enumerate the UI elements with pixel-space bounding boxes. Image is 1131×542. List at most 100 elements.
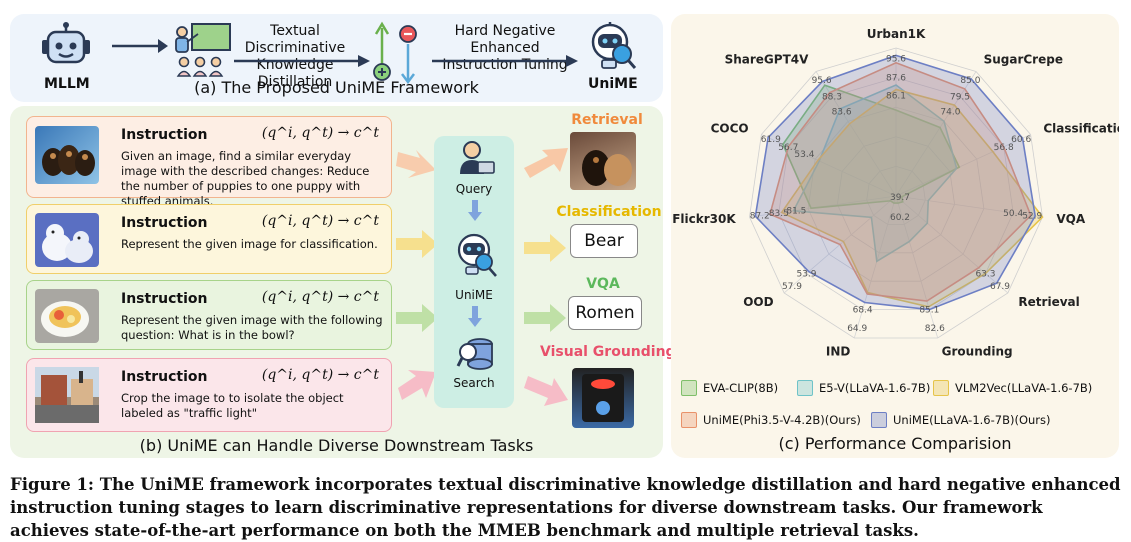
instruction-title: Instruction <box>121 291 208 307</box>
instruction-formula: (q^i, q^t) → c^t <box>261 125 379 141</box>
value-label: 67.9 <box>990 282 1010 292</box>
arrow-icon <box>524 148 568 178</box>
grid-ring <box>749 47 1043 339</box>
task-label-grounding: Visual Grounding <box>540 344 676 360</box>
arrow-icon <box>432 55 578 67</box>
legend-label: UniME(Phi3.5-V-4.2B)(Ours) <box>703 413 861 427</box>
value-label: 57.9 <box>782 282 802 292</box>
value-label: 39.7 <box>890 193 910 203</box>
value-label: 85.1 <box>919 306 939 316</box>
pipeline-unime-label: UniME <box>455 288 493 302</box>
legend-label: VLM2Vec(LLaVA-1.6-7B) <box>955 381 1093 395</box>
unime-robot-icon <box>457 233 497 277</box>
instruction-body: Represent the given image for classifica… <box>121 237 378 251</box>
grid-ring <box>807 106 985 282</box>
bears-illustration <box>42 224 93 263</box>
axis-label: Flickr30K <box>672 212 736 226</box>
query-user-icon <box>460 141 495 174</box>
value-label: 74.0 <box>940 107 960 117</box>
value-label: 60.6 <box>1011 135 1031 145</box>
instruction-title: Instruction <box>121 127 208 143</box>
task-label-retrieval: Retrieval <box>571 112 643 128</box>
axis-label: Classification <box>1043 122 1119 136</box>
positive-negative-icon <box>373 21 417 84</box>
legend-item: EVA-CLIP(8B) <box>681 380 778 396</box>
arrow-icon <box>396 150 436 178</box>
tasks-panel: Instruction (q^i, q^t) → c^t Given an im… <box>10 106 676 458</box>
axis-label: Retrieval <box>1018 295 1079 309</box>
value-label: 56.7 <box>778 143 798 153</box>
axis-label: Grounding <box>942 344 1013 358</box>
value-label: 87.6 <box>886 74 906 84</box>
legend-item: UniME(LLaVA-1.6-7B)(Ours) <box>871 412 1051 428</box>
grid-spoke <box>895 71 977 197</box>
series-polygon <box>754 54 1037 311</box>
legend-label: E5-V(LLaVA-1.6-7B) <box>819 381 931 395</box>
mllm-label: MLLM <box>44 76 90 92</box>
legend-swatch <box>681 380 697 396</box>
bowl-illustration <box>41 301 89 337</box>
value-label: 88.3 <box>822 92 842 102</box>
value-label: 52.9 <box>1022 212 1042 222</box>
value-label: 85.0 <box>960 76 980 86</box>
value-label: 95.6 <box>812 76 832 86</box>
input-arrows <box>396 150 438 400</box>
unime-robot-icon <box>591 22 637 69</box>
axis-label: Urban1K <box>867 27 926 41</box>
instruction-card-vqa: Instruction (q^i, q^t) → c^t Represent t… <box>26 280 392 350</box>
output-arrows <box>524 148 568 406</box>
instruction-title: Instruction <box>121 215 208 231</box>
performance-panel: Urban1KSugarCrepeClassificationVQARetrie… <box>671 14 1119 458</box>
figure-caption: Figure 1: The UniME framework incorporat… <box>10 475 1121 540</box>
pipeline-search-label: Search <box>453 376 495 390</box>
traffic-light-illustration <box>582 374 624 422</box>
arrow-icon <box>396 230 438 258</box>
series-polygon <box>792 84 958 263</box>
retrieved-puppy-image <box>570 132 636 190</box>
value-label: 86.1 <box>886 91 906 101</box>
instruction-body: Given an image, find a similar everyday … <box>121 149 370 208</box>
legend-item: VLM2Vec(LLaVA-1.6-7B) <box>933 380 1092 396</box>
arrow-icon <box>524 304 566 332</box>
value-label: 63.3 <box>975 270 995 280</box>
legend-label: UniME(LLaVA-1.6-7B)(Ours) <box>893 413 1051 427</box>
value-label: 87.2 <box>750 212 770 222</box>
panel-c-caption: (c) Performance Comparision <box>778 434 1012 453</box>
legend-item: UniME(Phi3.5-V-4.2B)(Ours) <box>681 412 861 428</box>
down-arrow-icon <box>468 200 482 221</box>
vqa-answer: Romen <box>568 296 642 330</box>
task-label-vqa: VQA <box>586 276 620 292</box>
unime-label: UniME <box>588 76 638 92</box>
instruction-formula: (q^i, q^t) → c^t <box>261 289 379 305</box>
axis-label: ShareGPT4V <box>725 53 810 67</box>
stage2-line1: Hard Negative Enhanced <box>454 23 556 56</box>
value-label: 56.8 <box>994 143 1014 153</box>
axis-label: VQA <box>1056 212 1085 226</box>
classification-answer: Bear <box>570 224 638 258</box>
arrow-icon <box>524 234 566 262</box>
legend-label: EVA-CLIP(8B) <box>703 381 779 395</box>
value-label: 61.9 <box>761 135 781 145</box>
bears-image <box>35 213 99 267</box>
pipeline-query-label: Query <box>455 182 493 196</box>
axis-label: COCO <box>711 122 749 136</box>
value-label: 60.2 <box>890 213 910 223</box>
value-label: 64.9 <box>847 324 867 334</box>
instruction-card-classification: Instruction (q^i, q^t) → c^t Represent t… <box>26 204 392 274</box>
legend-swatch <box>681 412 697 428</box>
arrow-icon <box>112 39 168 53</box>
puppies-image <box>35 126 99 184</box>
traffic-light-image <box>572 368 634 428</box>
puppies-illustration <box>42 145 95 176</box>
instruction-card-retrieval: Instruction (q^i, q^t) → c^t Given an im… <box>26 116 392 208</box>
value-label: 68.4 <box>853 306 873 316</box>
down-arrow-icon <box>468 306 482 327</box>
robot-icon <box>42 22 90 64</box>
value-label: 79.5 <box>950 92 970 102</box>
panel-b-caption: (b) UniME can Handle Diverse Downstream … <box>139 436 534 455</box>
value-label: 83.5 <box>769 209 789 219</box>
arrow-icon <box>234 55 370 67</box>
axis-label: IND <box>826 344 851 358</box>
instruction-title: Instruction <box>121 369 208 385</box>
value-label: 81.5 <box>786 206 806 216</box>
